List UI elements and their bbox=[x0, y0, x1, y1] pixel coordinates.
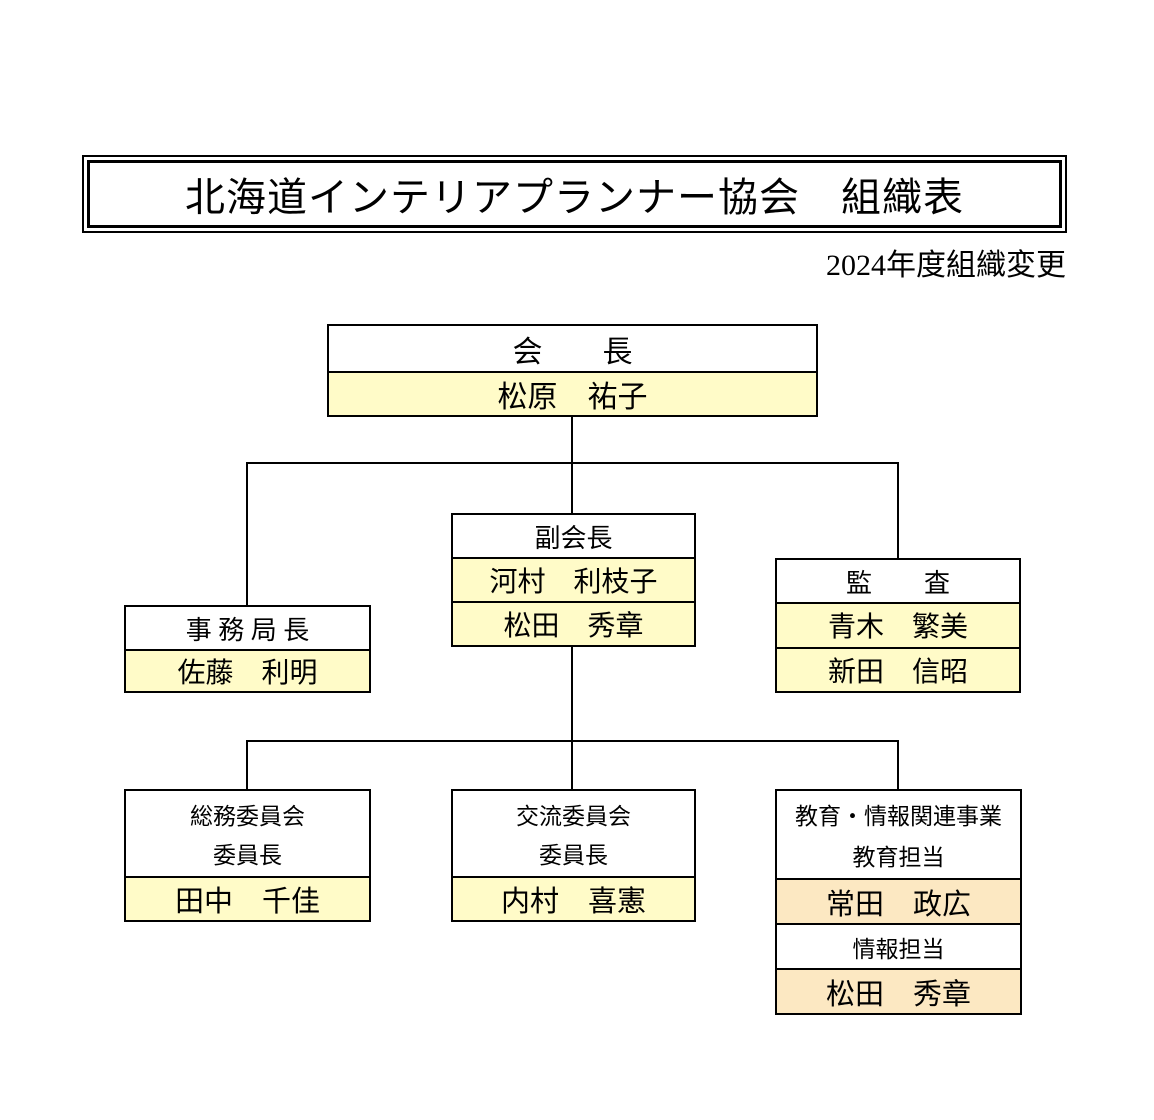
audit-box: 監 査 青木 繁美 新田 信昭 bbox=[775, 558, 1021, 693]
audit-member-1: 青木 繁美 bbox=[777, 602, 1019, 647]
information-role: 情報担当 bbox=[777, 923, 1020, 968]
education-info-box: 教育・情報関連事業 教育担当 常田 政広 情報担当 松田 秀章 bbox=[775, 789, 1022, 1015]
general-affairs-role: 委員長 bbox=[213, 843, 282, 869]
chairman-box: 会 長 松原 祐子 bbox=[327, 324, 818, 417]
education-info-header: 教育・情報関連事業 教育担当 bbox=[777, 791, 1020, 878]
connector-vice-bottom-drop bbox=[571, 645, 573, 742]
audit-title: 監 査 bbox=[845, 568, 950, 598]
vice-chairman-member-2: 松田 秀章 bbox=[453, 601, 694, 645]
title-box-inner-border: 北海道インテリアプランナー協会 組織表 bbox=[87, 160, 1062, 228]
general-affairs-committee-box: 総務委員会 委員長 田中 千佳 bbox=[124, 789, 371, 922]
connector-chairman-drop bbox=[571, 415, 573, 464]
connector-education-drop bbox=[897, 740, 899, 790]
exchange-role: 委員長 bbox=[539, 843, 608, 869]
connector-vice-chairman-drop bbox=[571, 462, 573, 515]
chairman-name: 松原 祐子 bbox=[329, 371, 816, 415]
exchange-title: 交流委員会 bbox=[516, 803, 631, 829]
general-affairs-header: 総務委員会 委員長 bbox=[126, 791, 369, 876]
revision-note: 2024年度組織変更 bbox=[826, 249, 1066, 282]
vice-chairman-member-1: 河村 利枝子 bbox=[453, 557, 694, 601]
connector-secretariat-drop bbox=[246, 462, 248, 607]
exchange-header: 交流委員会 委員長 bbox=[453, 791, 694, 876]
secretariat-title: 事 務 局 長 bbox=[185, 615, 310, 645]
secretariat-name: 佐藤 利明 bbox=[126, 649, 369, 691]
audit-member-2: 新田 信昭 bbox=[777, 646, 1019, 691]
connector-general-affairs-drop bbox=[246, 740, 248, 790]
education-name: 常田 政広 bbox=[777, 878, 1020, 923]
vice-chairman-box: 副会長 河村 利枝子 松田 秀章 bbox=[451, 513, 696, 647]
exchange-committee-box: 交流委員会 委員長 内村 喜憲 bbox=[451, 789, 696, 922]
chairman-title: 会 長 bbox=[512, 335, 633, 369]
education-role: 教育担当 bbox=[852, 844, 945, 870]
secretariat-box: 事 務 局 長 佐藤 利明 bbox=[124, 605, 371, 693]
connector-exchange-drop bbox=[571, 740, 573, 790]
general-affairs-title: 総務委員会 bbox=[190, 803, 305, 829]
connector-audit-drop bbox=[897, 462, 899, 560]
exchange-name: 内村 喜憲 bbox=[453, 876, 694, 920]
general-affairs-name: 田中 千佳 bbox=[126, 876, 369, 920]
title-box: 北海道インテリアプランナー協会 組織表 bbox=[82, 155, 1067, 233]
page-title: 北海道インテリアプランナー協会 組織表 bbox=[185, 175, 964, 220]
education-info-title: 教育・情報関連事業 bbox=[795, 804, 1002, 830]
information-name: 松田 秀章 bbox=[777, 968, 1020, 1013]
vice-chairman-title: 副会長 bbox=[534, 523, 613, 553]
